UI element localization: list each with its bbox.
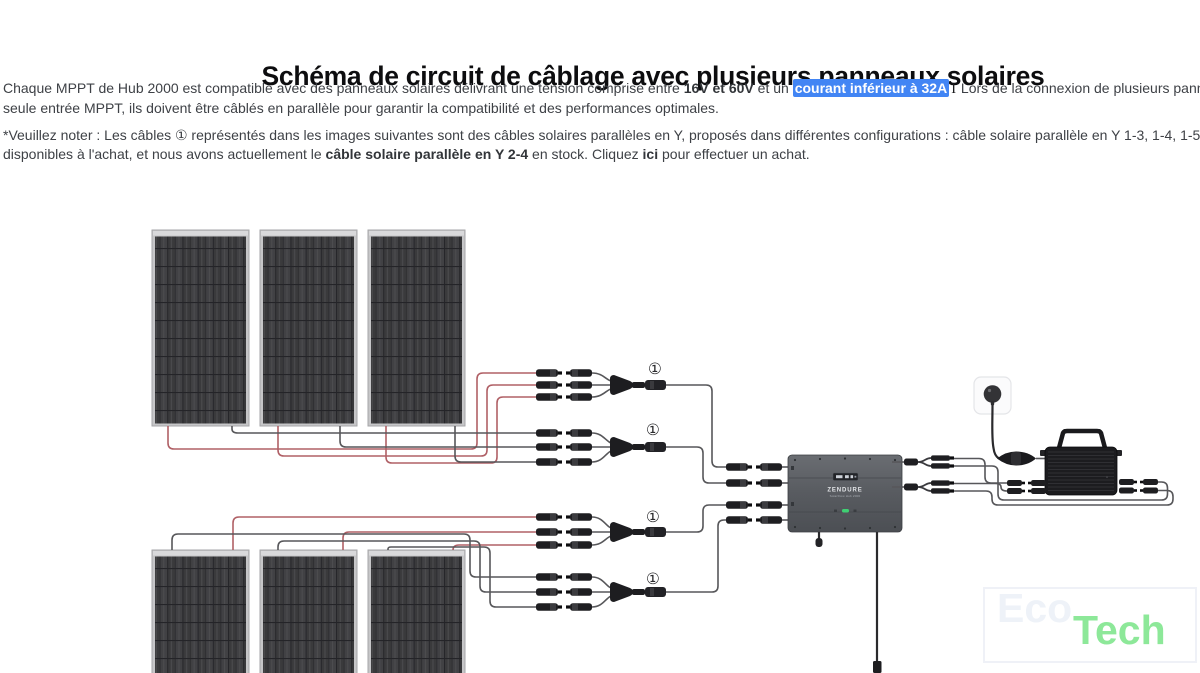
y-cable-group-4: ① <box>536 519 726 611</box>
y-cable-marker: ① <box>646 570 660 588</box>
y-cable-group-1: ① <box>536 360 726 468</box>
selected-text: courant inférieur à 32A <box>792 79 950 97</box>
solar-panel <box>259 229 358 427</box>
solar-panel-array-top <box>151 229 466 427</box>
note-text: pour effectuer un achat. <box>658 145 810 162</box>
mc4-connector-pair <box>536 393 592 401</box>
pv-wires-negative <box>171 426 536 608</box>
note-text: en stock. Cliquez <box>528 145 643 162</box>
intro-paragraph: Chaque MPPT de Hub 2000 est compatible a… <box>3 79 1200 117</box>
intro-text: Chaque MPPT de Hub 2000 est compatible a… <box>3 80 684 96</box>
watermark-tech: Tech <box>1073 607 1166 653</box>
voltage-range-bold: 16V et 60V <box>683 80 754 96</box>
mc4-connector-pair <box>536 429 592 437</box>
solar-panel <box>367 549 466 673</box>
y-splitter <box>609 374 667 396</box>
solar-panel <box>367 229 466 427</box>
ecotech-watermark: Eco Tech <box>983 585 1197 663</box>
y-cable-marker: ① <box>646 508 660 526</box>
purchase-link[interactable]: ici <box>642 145 659 162</box>
cable-name-bold: câble solaire parallèle en Y 2-4 <box>325 145 529 162</box>
mc4-connector-pair <box>536 573 592 581</box>
intro-line-1: Chaque MPPT de Hub 2000 est compatible a… <box>3 79 1200 99</box>
mc4-connector-pair <box>536 541 592 549</box>
mc4-connector-pair <box>536 443 592 451</box>
inverter-handle <box>1056 428 1108 449</box>
note-line-2: disponibles à l'achat, et nous avons act… <box>3 145 1200 164</box>
hub-to-inverter-wires <box>954 457 1174 506</box>
mc4-connector-pair <box>536 603 592 611</box>
intro-text: Lors de la connexion de plusieurs pannea… <box>960 80 1200 96</box>
mc4-connector-pair <box>536 513 592 521</box>
mc4-connector-pair <box>536 381 592 389</box>
y-cable-marker: ① <box>648 360 662 378</box>
solar-panel <box>151 549 250 673</box>
intro-text: et un <box>753 80 793 96</box>
hub-battery-stub <box>815 538 823 547</box>
solar-panel-array-bottom <box>151 549 466 673</box>
y-cable-marker: ① <box>646 421 660 439</box>
power-plug <box>983 385 1002 403</box>
wiring-diagram: ① ① ① ① <box>151 229 1174 673</box>
microinverter <box>1040 428 1122 496</box>
mc4-connector-pair <box>536 588 592 596</box>
text-cursor-icon: I <box>951 81 957 97</box>
y-cable-group-3: ① <box>536 504 726 549</box>
hub-screws <box>793 457 897 530</box>
y-splitter <box>609 436 667 458</box>
y-cable-group-2: ① <box>536 421 726 484</box>
mc4-connector-pair <box>536 458 592 466</box>
mc4-connector-pair <box>536 369 592 377</box>
note-line-1: *Veuillez noter : Les câbles ① représent… <box>3 127 1200 143</box>
hub-input-connectors <box>726 463 790 524</box>
watermark-eco: Eco <box>997 585 1073 631</box>
note-paragraph: *Veuillez noter : Les câbles ① représent… <box>3 126 1200 163</box>
hub-display <box>832 472 859 481</box>
solar-panel <box>259 549 358 673</box>
intro-line-2: seule entrée MPPT, ils doivent être câbl… <box>3 99 719 116</box>
hub-status-led <box>834 509 857 513</box>
hub-device: ZENDURE SolarFlow Hub 2000 <box>787 454 903 673</box>
mc4-connector-pair <box>536 528 592 536</box>
note-text: disponibles à l'achat, et nous avons act… <box>3 145 326 162</box>
solar-panel <box>151 229 250 427</box>
hub-brand-label: ZENDURE <box>827 488 862 494</box>
hub-model-label: SolarFlow Hub 2000 <box>830 494 861 498</box>
ac-inline-connector <box>997 451 1045 466</box>
ac-cord <box>991 404 1000 460</box>
